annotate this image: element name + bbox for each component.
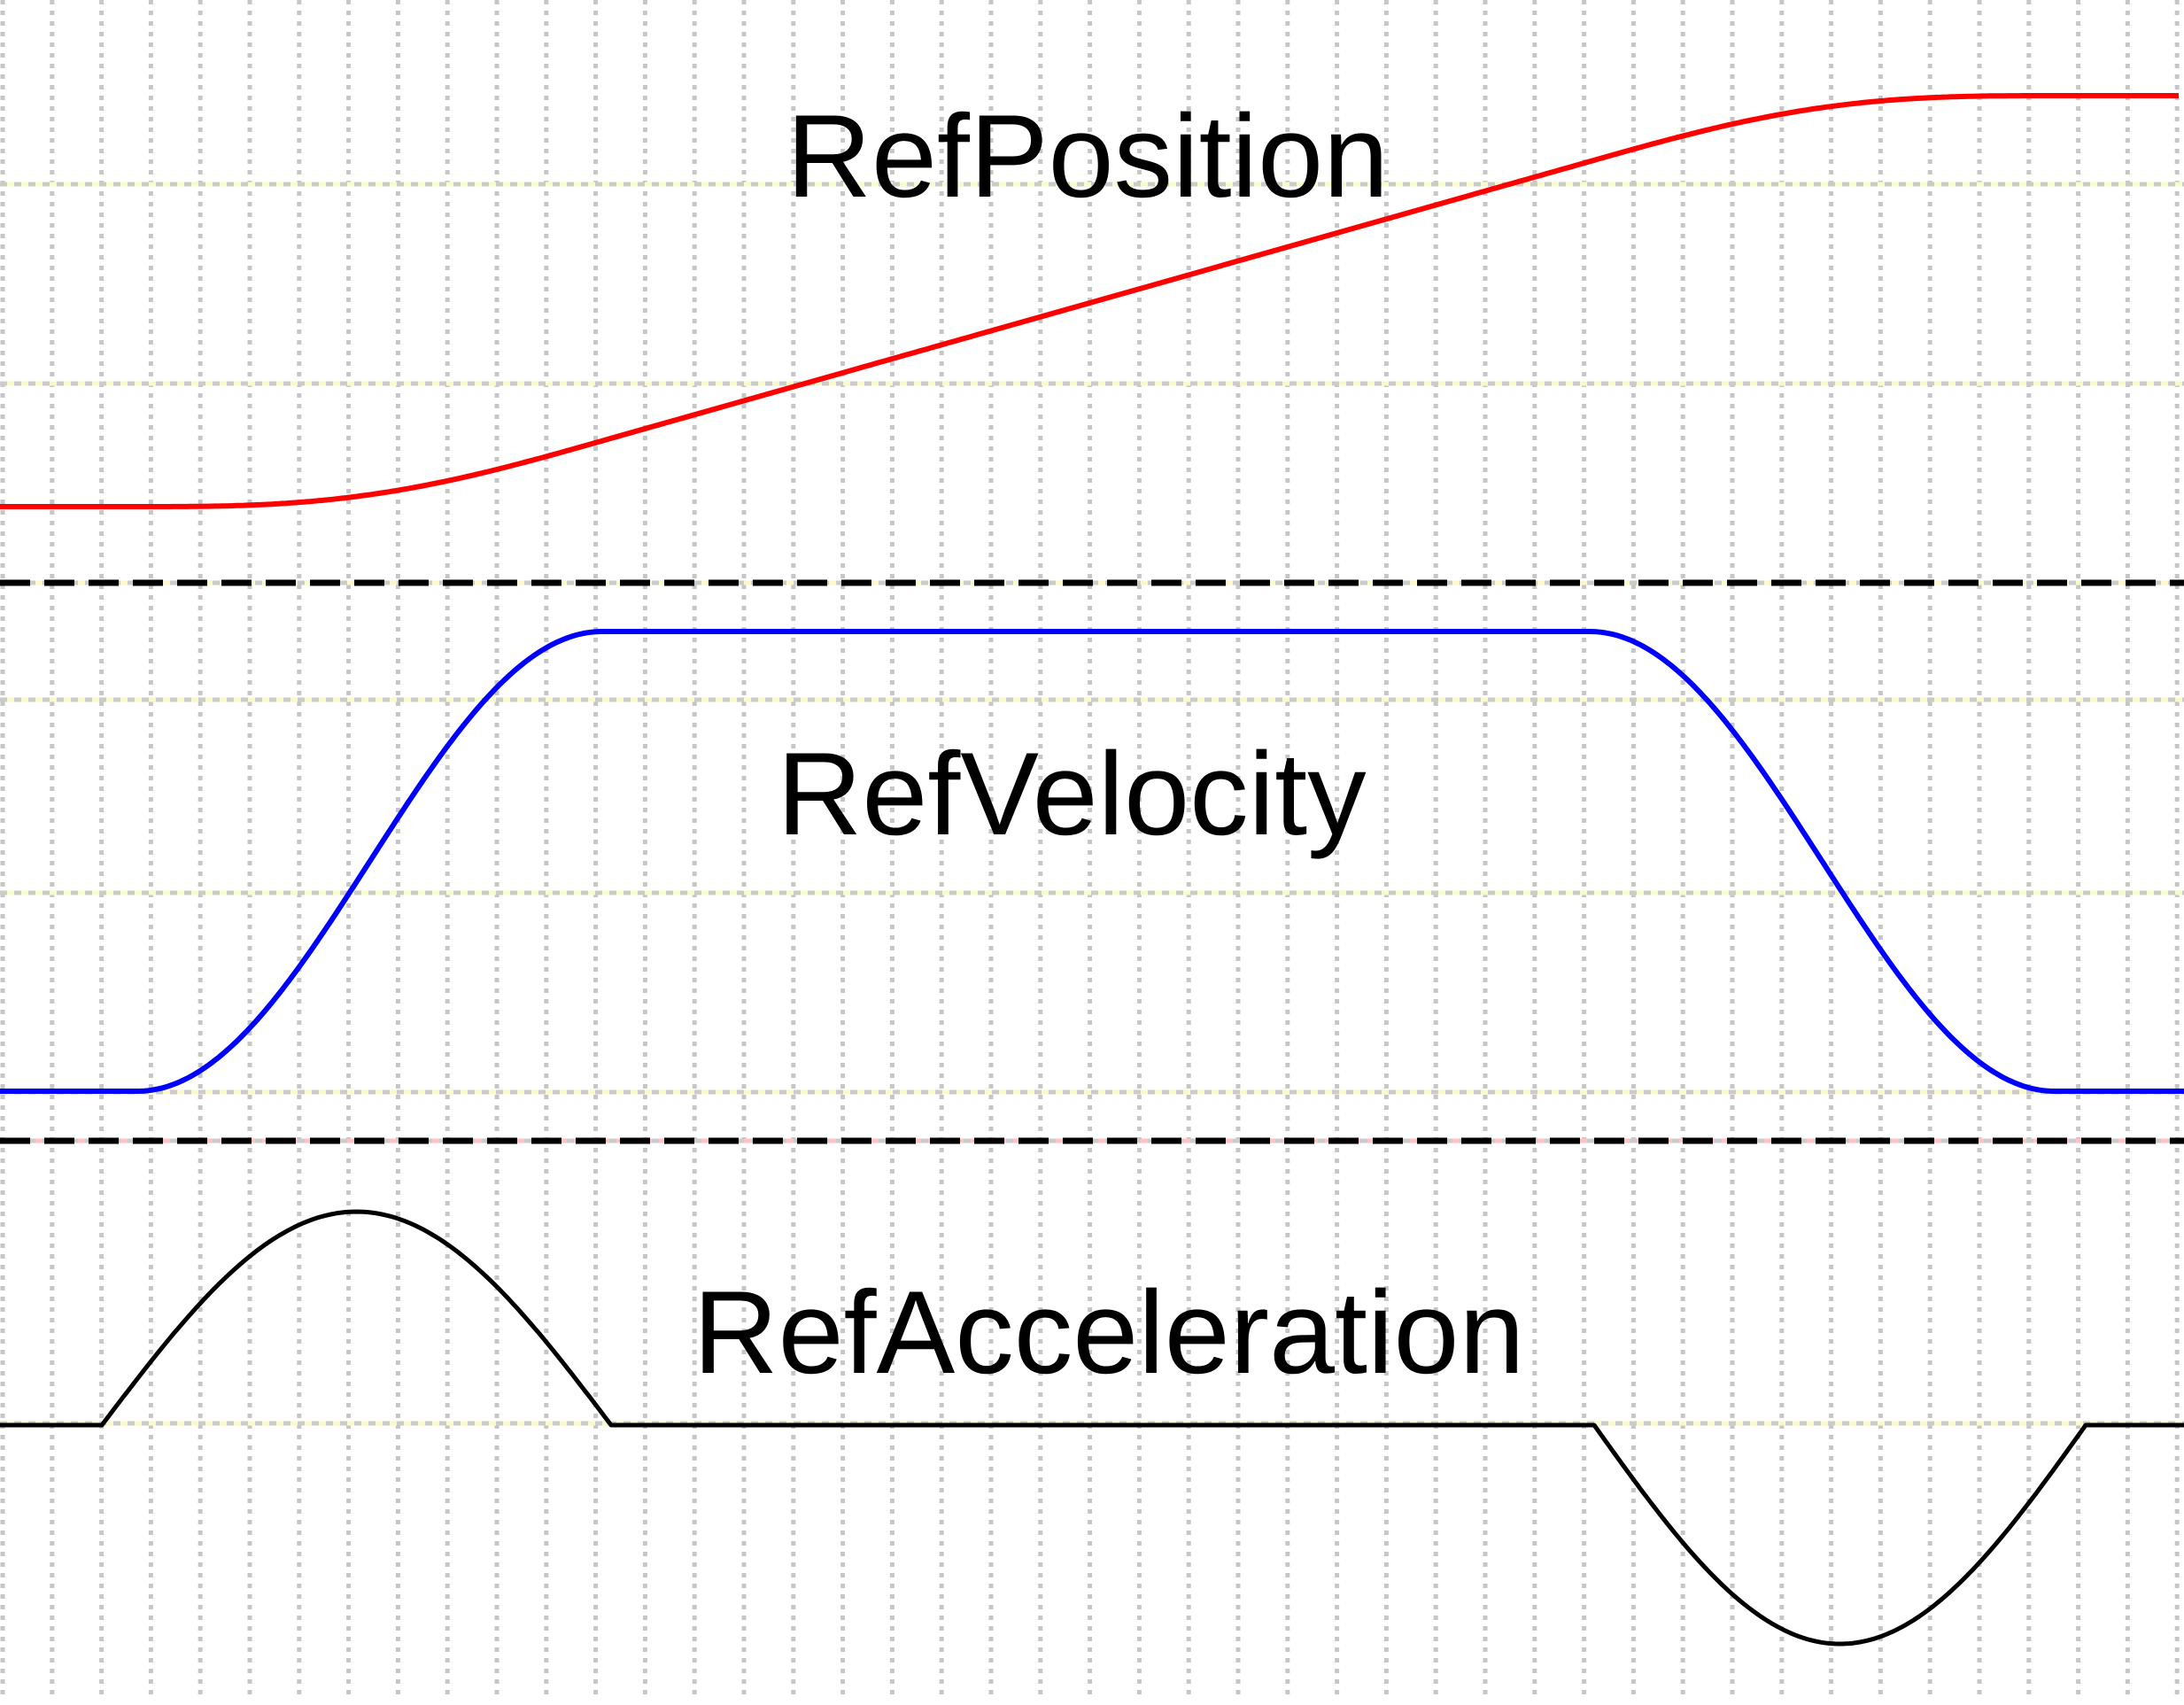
curve-refposition (0, 93, 2179, 509)
signal-curves (0, 93, 2184, 1647)
curve-refacceleration (0, 1209, 2184, 1647)
curve-refvelocity (0, 629, 2184, 1094)
label-ref-position: RefPosition (786, 91, 1389, 222)
channel-separator-lines (0, 579, 2184, 1144)
label-ref-velocity: RefVelocity (777, 729, 1367, 860)
label-ref-acceleration: RefAcceleration (693, 1267, 1525, 1399)
